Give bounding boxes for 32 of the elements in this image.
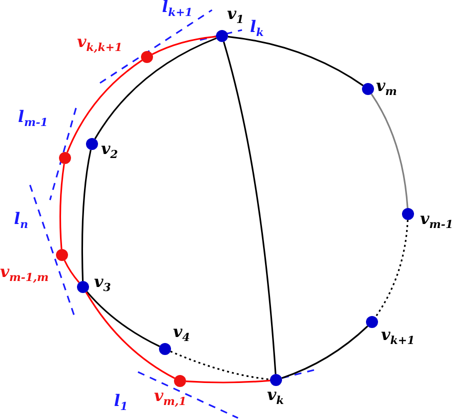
vertex-label: v$_{k+1}$ (381, 326, 415, 350)
vertex-label: v$_{1}$ (227, 5, 244, 28)
arc (85, 292, 176, 379)
arc (370, 94, 408, 208)
vertex-label: v$_{2}$ (101, 140, 118, 164)
arc (59, 164, 65, 250)
vertex-label: v$_{3}$ (94, 273, 111, 296)
arc (81, 150, 92, 282)
vertex-dot (59, 152, 71, 164)
vertex-label: v$_{m-1,m}$ (0, 263, 49, 286)
arc (66, 60, 142, 153)
arc (222, 42, 276, 374)
vertex-label: v$_{k}$ (267, 386, 284, 410)
arc (86, 291, 160, 348)
arc (186, 380, 270, 384)
dotted-arc (374, 220, 408, 318)
line-label: l$_{k+1}$ (162, 0, 193, 22)
line-label: l$_{m-1}$ (18, 108, 48, 132)
arc (228, 36, 364, 86)
vertex-label: v$_{m,1}$ (154, 387, 186, 410)
line-label: l$_{n}$ (14, 210, 28, 234)
arc (94, 37, 217, 140)
vertex-label: v$_{k,k+1}$ (77, 33, 122, 56)
vertex-label: v$_{m}$ (376, 77, 397, 100)
line-label: l$_{1}$ (114, 392, 128, 416)
arc (152, 36, 216, 55)
line-label: l$_{k}$ (250, 18, 264, 42)
arc (281, 326, 368, 379)
vertex-label: v$_{m-1}$ (420, 210, 454, 234)
arc (64, 260, 80, 283)
vertex-label: v$_{4}$ (173, 323, 190, 346)
dotted-arc (170, 350, 270, 380)
